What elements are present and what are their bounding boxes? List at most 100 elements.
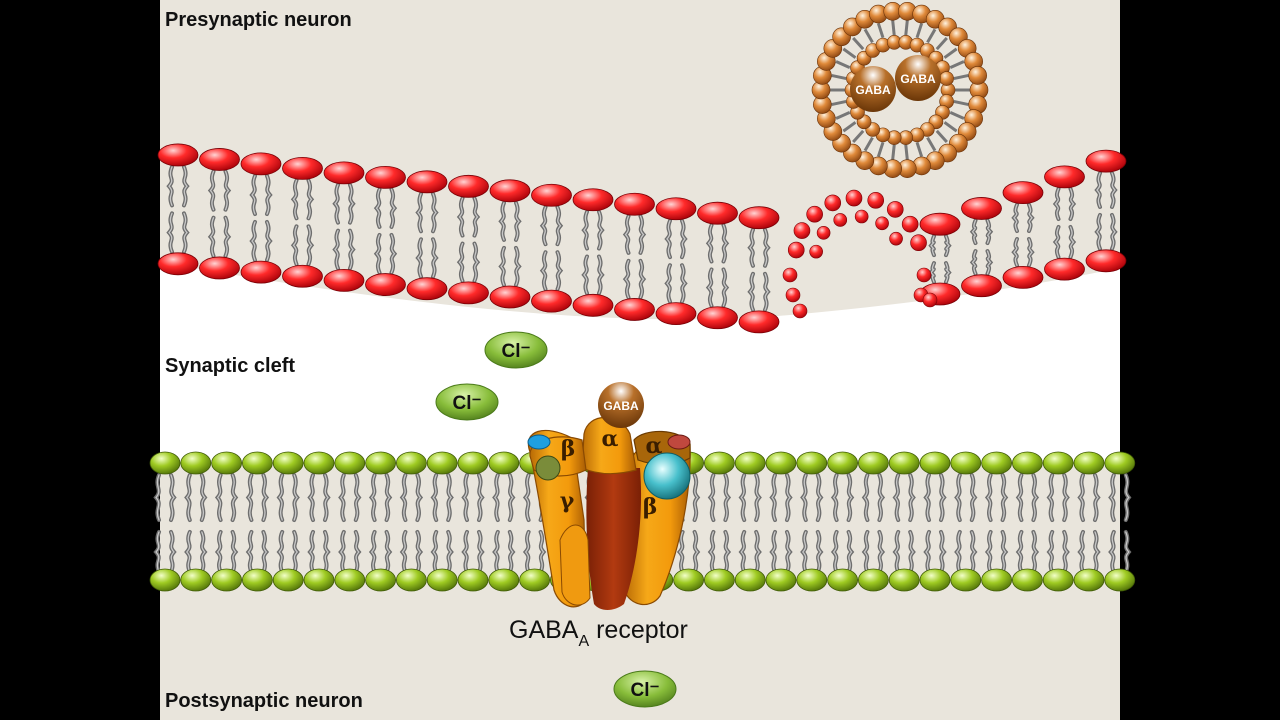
lipid-head-outer [1085,249,1127,273]
lipid-head-inner [365,165,406,189]
lipid-head-outer [323,268,365,292]
lipid-head-outer [334,451,366,475]
lipid-head-inner [572,188,614,212]
lipid-head-outer [241,451,273,475]
subunit-alpha-center [581,417,637,475]
lipid-head-inner [241,568,273,592]
presynaptic-membrane [157,143,1127,334]
lipid-head-inner [858,568,889,592]
lipid-head-outer [655,302,697,326]
lipid-head-inner [981,568,1012,592]
fusion-lipid-head [806,205,823,223]
lipid-head-inner [157,143,199,167]
lipid-head-inner [765,568,797,592]
teal-binding-site-icon [643,452,691,500]
fusion-lipid-head [824,194,842,212]
lipid-head-outer [488,451,520,475]
ion-pore [586,468,642,610]
lipid-head-inner [240,152,282,176]
lipid-head-inner [272,568,304,592]
lipid-head-outer [406,277,448,301]
lipid-head-inner [961,197,1002,220]
lipid-head-inner [406,170,448,194]
lipid-head-inner [734,568,766,592]
lipid-head-outer [1104,451,1136,475]
svg-text:Cl⁻: Cl⁻ [501,341,530,362]
fusion-lipid-head [793,222,811,239]
fusion-lipid-head [901,215,919,233]
vesicle-fusion-pore [782,189,938,319]
lipid-head-outer [919,451,951,475]
lipid-head-outer [1002,265,1044,289]
lipid-head-inner [673,568,704,592]
svg-text:GABA: GABA [855,83,891,97]
fusion-lipid-head [845,189,863,207]
lipid-head-inner [365,568,397,592]
fusion-lipid-head [889,231,903,246]
lipid-head-inner [1104,568,1136,592]
lipid-head-inner [426,568,458,592]
lipid-head-outer [303,451,335,475]
lipid-head-inner [950,568,982,592]
lipid-head-outer [888,451,920,475]
label-beta-left: β [561,436,576,462]
fusion-lipid-head [886,201,904,218]
lipid-head-outer [211,451,243,475]
lipid-head-inner [1085,149,1127,173]
lipid-head-inner [303,568,335,592]
lipid-head-inner [1002,181,1044,205]
lipid-head-outer [1042,451,1074,475]
fusion-lipid-head [854,209,869,224]
chloride-ion-1: Cl⁻ [484,331,548,369]
lipid-head-inner [395,568,427,592]
lipid-head-outer [240,260,282,284]
svg-text:GABA: GABA [603,399,639,413]
lipid-head-inner [282,156,323,180]
lipid-head-outer [1044,257,1085,281]
lipid-head-inner [334,568,366,592]
fusion-lipid-head [782,267,798,283]
fusion-lipid-head [809,244,823,259]
fusion-lipid-head [916,267,932,283]
lipid-head-outer [395,451,427,475]
lipid-head-inner [1012,568,1043,592]
fusion-lipid-head [867,192,885,209]
lipid-head-outer [765,451,797,475]
lipid-head-outer [572,293,614,317]
lipid-head-outer [950,451,982,475]
synaptic-vesicle [811,2,989,178]
fusion-lipid-head [875,216,889,231]
blue-binding-site-icon [527,434,551,450]
lipid-head-inner [531,183,572,207]
lipid-head-outer [1073,451,1105,475]
lipid-head-inner [796,568,828,592]
lipid-head-outer [282,264,323,288]
lipid-head-outer [738,310,780,334]
lipid-head-outer [1012,451,1043,475]
lipid-head-inner [457,568,489,592]
lipid-head-outer [199,256,240,280]
label-gamma: γ [560,488,575,514]
lipid-head-inner [655,197,697,221]
postsynaptic-label: Postsynaptic neuron [165,690,363,712]
lipid-head-outer [734,451,766,475]
vesicle-lipid-head [968,66,987,85]
lipid-head-inner [1042,568,1074,592]
lipid-head-outer [614,298,655,321]
lipid-head-outer [827,451,858,475]
lipid-head-inner [149,568,181,592]
lipid-head-inner [919,212,961,236]
gaba-molecule-bound: GABA [598,382,644,428]
lipid-head-inner [919,568,951,592]
lipid-head-outer [426,451,458,475]
receptor-label: GABAA receptor [509,616,688,650]
lipid-head-outer [697,306,738,330]
lower-left-subunit [559,524,591,606]
lipid-head-inner [738,206,780,230]
lipid-head-inner [199,148,240,171]
right-letterbox [1120,0,1280,720]
fusion-lipid-head [922,292,938,308]
fusion-lipid-head [816,226,831,240]
lipid-head-inner [448,174,489,198]
